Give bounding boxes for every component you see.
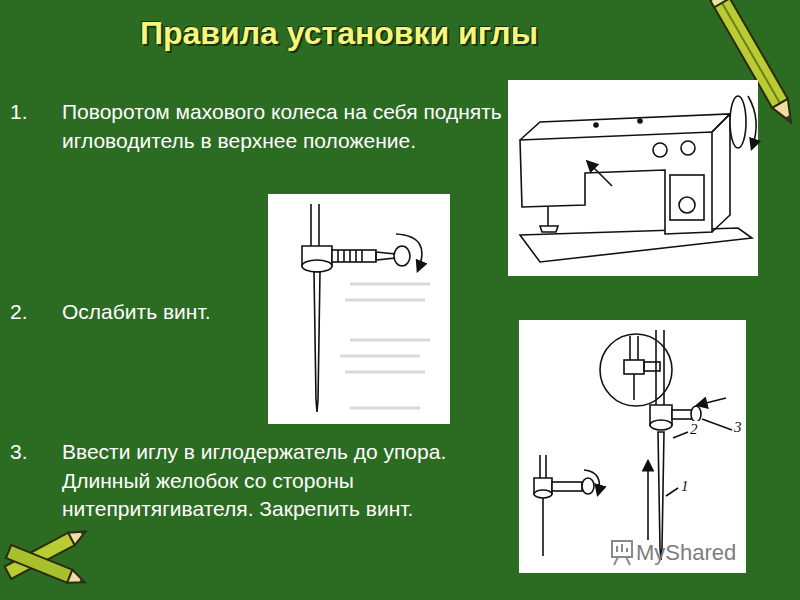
watermark-icon: [612, 541, 632, 565]
callout-number: 1: [680, 478, 690, 495]
callout-number: 3: [733, 419, 743, 436]
step-number: 1.: [10, 98, 28, 127]
step-text: Ввести иглу в иглодержатель до упора. Дл…: [62, 438, 514, 524]
needle-insertion-picture: [519, 320, 746, 573]
step-text: Поворотом махового колеса на себя поднят…: [62, 98, 508, 155]
slide-title: Правила установки иглы: [140, 12, 538, 56]
callout-number: 2: [689, 421, 699, 438]
step-number: 2.: [10, 298, 28, 327]
step-number: 3.: [10, 438, 28, 467]
sewing-machine-picture: [508, 80, 758, 276]
step-text: Ослабить винт.: [62, 298, 262, 327]
pencil-decoration: [6, 545, 87, 589]
needle-clamp-picture: [268, 194, 450, 424]
watermark: MyShared: [636, 538, 736, 568]
